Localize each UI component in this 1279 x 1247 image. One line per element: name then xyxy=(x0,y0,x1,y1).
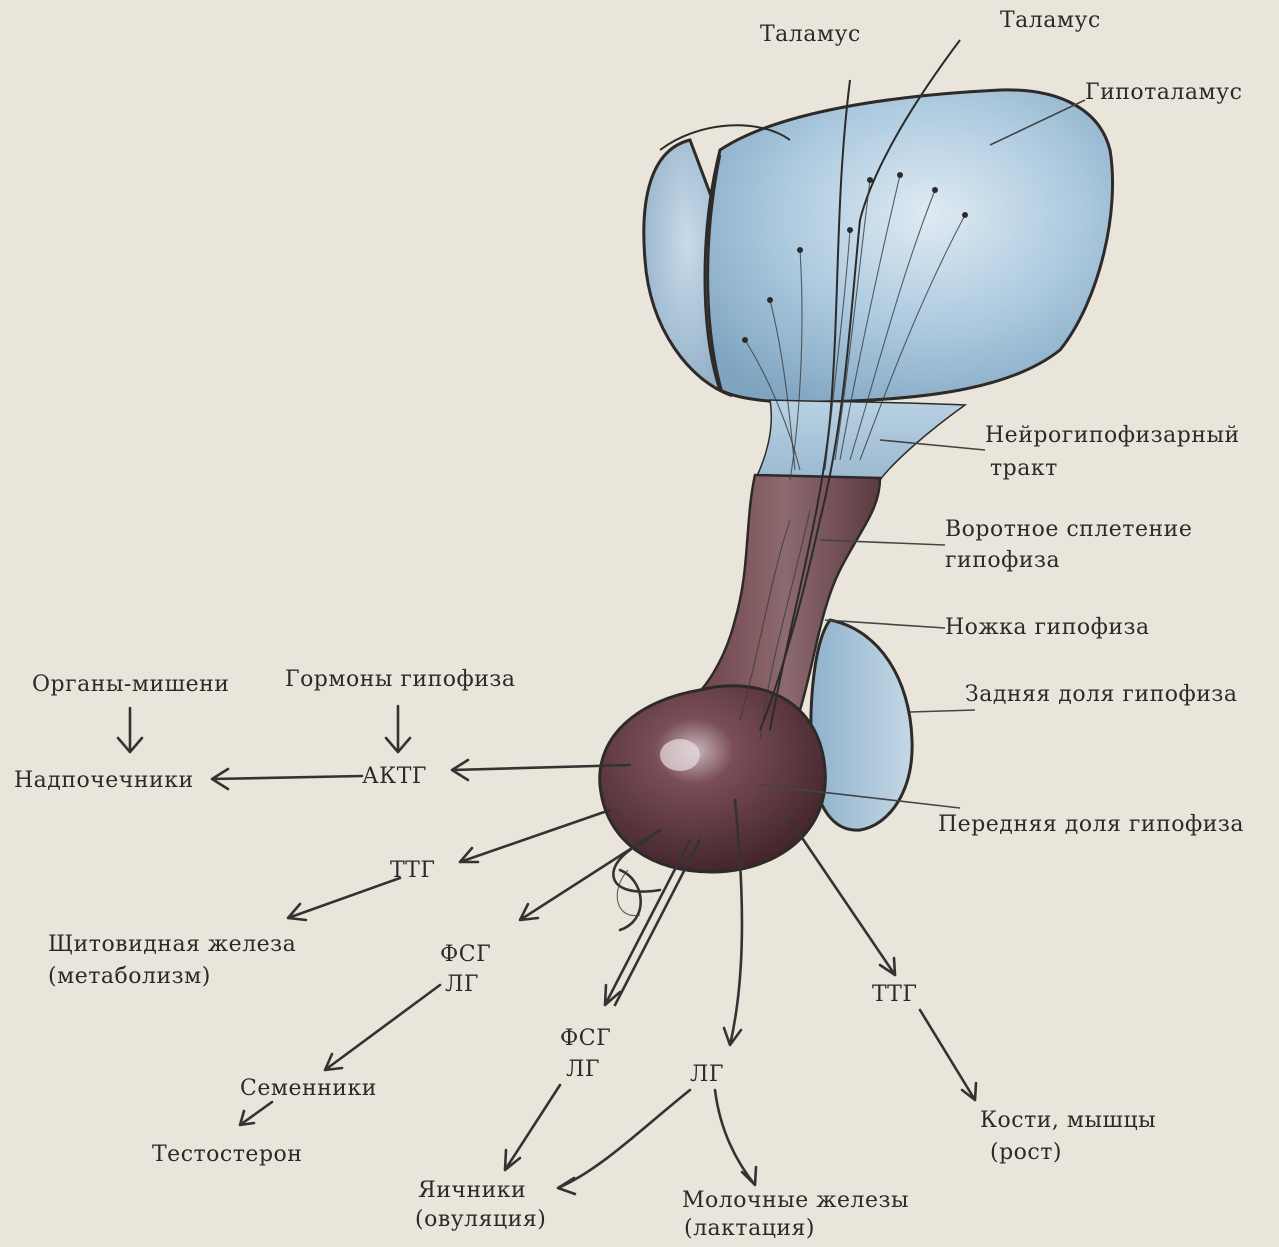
label-ovaries-line1: Яичники xyxy=(418,1176,526,1206)
label-testosterone: Тестостерон xyxy=(152,1140,302,1170)
label-thalamus-left: Таламус xyxy=(760,20,861,50)
label-lg-3: ЛГ xyxy=(690,1060,724,1090)
label-anterior-lobe: Передняя доля гипофиза xyxy=(938,810,1244,840)
label-portal-line2: гипофиза xyxy=(945,546,1060,576)
anterior-lobe-highlight xyxy=(660,739,700,771)
label-thalamus-right: Таламус xyxy=(1000,6,1101,36)
label-portal-line1: Воротное сплетение xyxy=(945,515,1192,545)
label-mammary-line1: Молочные железы xyxy=(682,1186,909,1216)
label-target-organs: Органы-мишени xyxy=(32,670,229,700)
label-stalk: Ножка гипофиза xyxy=(945,613,1150,643)
label-lg-1: ЛГ xyxy=(445,970,479,1000)
label-bones-line2: (рост) xyxy=(990,1138,1062,1168)
label-fsg-1: ФСГ xyxy=(440,940,491,970)
label-bones-line1: Кости, мышцы xyxy=(980,1106,1156,1136)
label-fsg-2: ФСГ xyxy=(560,1024,611,1054)
label-posterior-lobe: Задняя доля гипофиза xyxy=(965,680,1238,710)
label-adrenals: Надпочечники xyxy=(14,766,194,796)
label-thyroid-line1: Щитовидная железа xyxy=(48,930,296,960)
label-lg-2: ЛГ xyxy=(566,1055,600,1085)
label-mammary-line2: (лактация) xyxy=(684,1214,815,1244)
label-neuro-tract-line2: тракт xyxy=(990,454,1058,484)
label-ttg-left: ТТГ xyxy=(390,856,435,886)
label-neuro-tract-line1: Нейрогипофизарный xyxy=(985,421,1240,451)
posterior-lobe-shape xyxy=(811,620,912,830)
label-testes: Семенники xyxy=(240,1074,377,1104)
label-ttg-right: ТТГ xyxy=(872,980,917,1010)
label-thyroid-line2: (метаболизм) xyxy=(48,962,211,992)
anterior-lobe-shape xyxy=(600,686,826,872)
label-pituitary-hormones: Гормоны гипофиза xyxy=(285,665,516,695)
label-hypothalamus: Гипоталамус xyxy=(1085,78,1242,108)
label-actg: АКТГ xyxy=(362,762,427,792)
neurohypophyseal-tract-shape xyxy=(755,400,965,480)
hypothalamus-shape xyxy=(644,90,1113,403)
label-ovaries-line2: (овуляция) xyxy=(415,1205,546,1235)
